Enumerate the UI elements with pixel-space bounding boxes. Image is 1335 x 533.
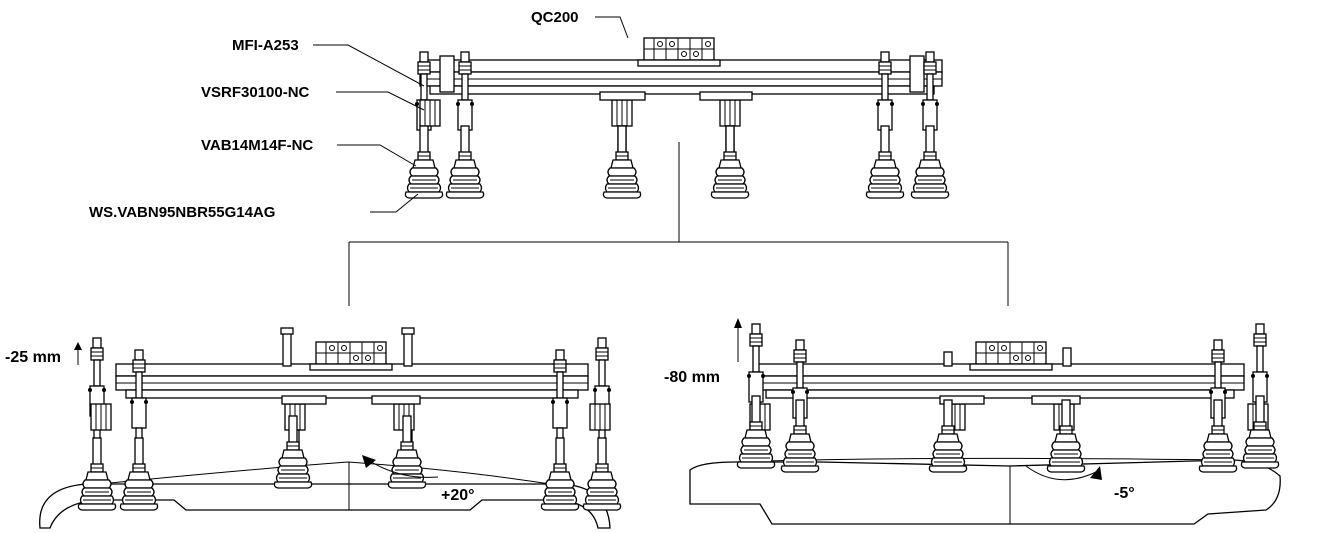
leader-lines	[313, 16, 629, 213]
right-beam	[755, 363, 1245, 399]
right-panel	[689, 459, 1281, 525]
left-qc-plate	[309, 341, 393, 371]
top-cups	[404, 125, 950, 199]
top-assembly	[404, 37, 950, 199]
label-mfi: MFI-A253	[232, 37, 299, 54]
right-angle-label: -5°	[1114, 485, 1135, 502]
left-configuration: -25 mm +20°	[5, 327, 622, 529]
left-angle-label: +20°	[441, 487, 475, 504]
right-offset-label: -80 mm	[664, 369, 720, 386]
label-vsrf: VSRF30100-NC	[201, 84, 310, 101]
component-labels: QC200 MFI-A253 VSRF30100-NC VAB14M14F-NC…	[89, 9, 579, 221]
top-beam	[419, 55, 943, 95]
qc200-plate	[637, 37, 721, 67]
label-qc200: QC200	[531, 9, 579, 26]
right-configuration: -80 mm -5°	[664, 318, 1281, 525]
connector-tree	[348, 142, 1009, 306]
label-ws: WS.VABN95NBR55G14AG	[89, 204, 275, 221]
right-qc-plate	[969, 341, 1053, 371]
left-offset-label: -25 mm	[5, 349, 61, 366]
label-vab: VAB14M14F-NC	[201, 137, 313, 154]
